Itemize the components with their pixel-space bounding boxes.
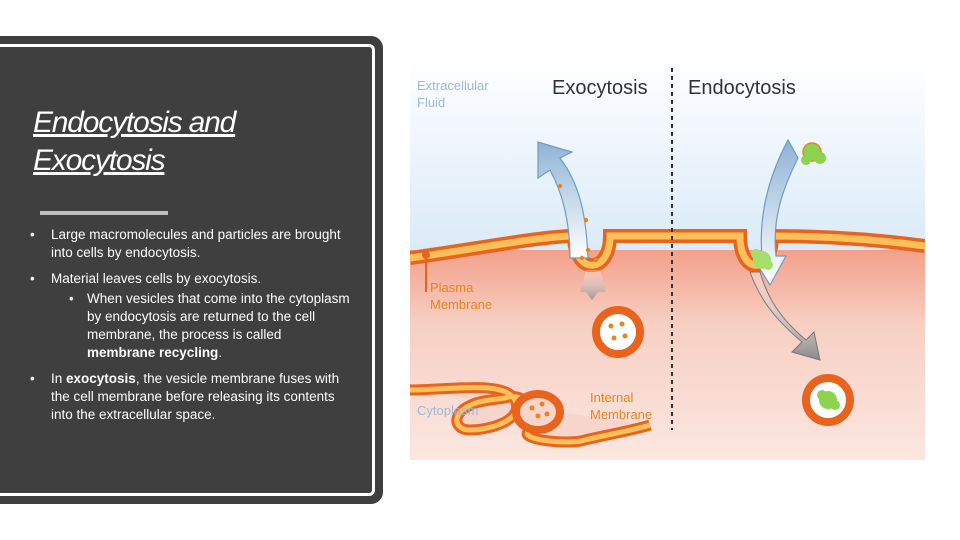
bullet-glyph: • <box>30 371 35 386</box>
internal-vesicle <box>512 390 564 434</box>
diagram-heading-endocytosis: Endocytosis <box>688 77 796 99</box>
label-internal-line1: Internal <box>590 390 633 405</box>
internal-membrane-inner <box>410 385 651 445</box>
title-line-1: Endocytosis and <box>33 106 236 139</box>
exocytosis-lower-arrow <box>580 270 606 300</box>
panel-border <box>0 44 375 496</box>
bullet-bold-term: membrane recycling <box>87 345 219 360</box>
sub-bullet-item: • When vesicles that come into the cytop… <box>30 290 350 362</box>
bullet-item: • In exocytosis, the vesicle membrane fu… <box>30 370 350 424</box>
label-cytoplasm: Cytoplasm <box>417 403 478 418</box>
exocytosis-vesicle <box>592 306 644 358</box>
label-plasma-line1: Plasma <box>430 280 474 295</box>
particle-outside <box>801 142 826 165</box>
label-plasma-line2: Membrane <box>430 297 492 312</box>
endo-exocytosis-diagram: Exocytosis Endocytosis Extracellular Flu… <box>410 60 925 460</box>
extracellular-fluid-region <box>410 60 925 255</box>
label-extracellular-line2: Fluid <box>417 95 445 110</box>
bullet-text-pre: In <box>51 371 67 386</box>
bullet-glyph: • <box>30 227 35 242</box>
title-divider <box>40 211 168 215</box>
bullet-item: • Material leaves cells by exocytosis. <box>30 270 350 288</box>
bullet-bold-term: exocytosis <box>66 371 136 386</box>
slide-title: Endocytosis and Exocytosis <box>33 104 363 180</box>
bullet-text-end: . <box>218 345 223 360</box>
diagram-heading-exocytosis: Exocytosis <box>552 77 648 99</box>
bullet-text: , the vesicle membrane fuses with the ce… <box>51 371 340 422</box>
bullet-list: • Large macromolecules and particles are… <box>30 226 350 432</box>
bullet-item: • Large macromolecules and particles are… <box>30 226 350 262</box>
bullet-glyph: • <box>69 291 74 306</box>
title-line-2: Exocytosis <box>33 144 166 177</box>
plasma-membrane-inner <box>410 232 925 269</box>
exocytosis-arrow <box>537 141 589 259</box>
label-extracellular-line1: Extracellular <box>417 78 489 93</box>
plasma-membrane-pointer-dot <box>422 251 430 259</box>
particle-in-vesicle <box>817 390 840 410</box>
endocytosis-arrow <box>750 138 799 287</box>
bullet-glyph: • <box>30 271 35 286</box>
label-internal-line2: Membrane <box>590 407 652 422</box>
particle-entering <box>751 249 773 270</box>
bullet-text: When vesicles that come into the cytopla… <box>87 291 350 342</box>
endocytosis-lower-arrow <box>749 271 821 361</box>
bullet-text: Large macromolecules and particles are b… <box>51 227 341 260</box>
text-panel <box>0 36 383 504</box>
bullet-text: Material leaves cells by exocytosis. <box>51 271 262 286</box>
